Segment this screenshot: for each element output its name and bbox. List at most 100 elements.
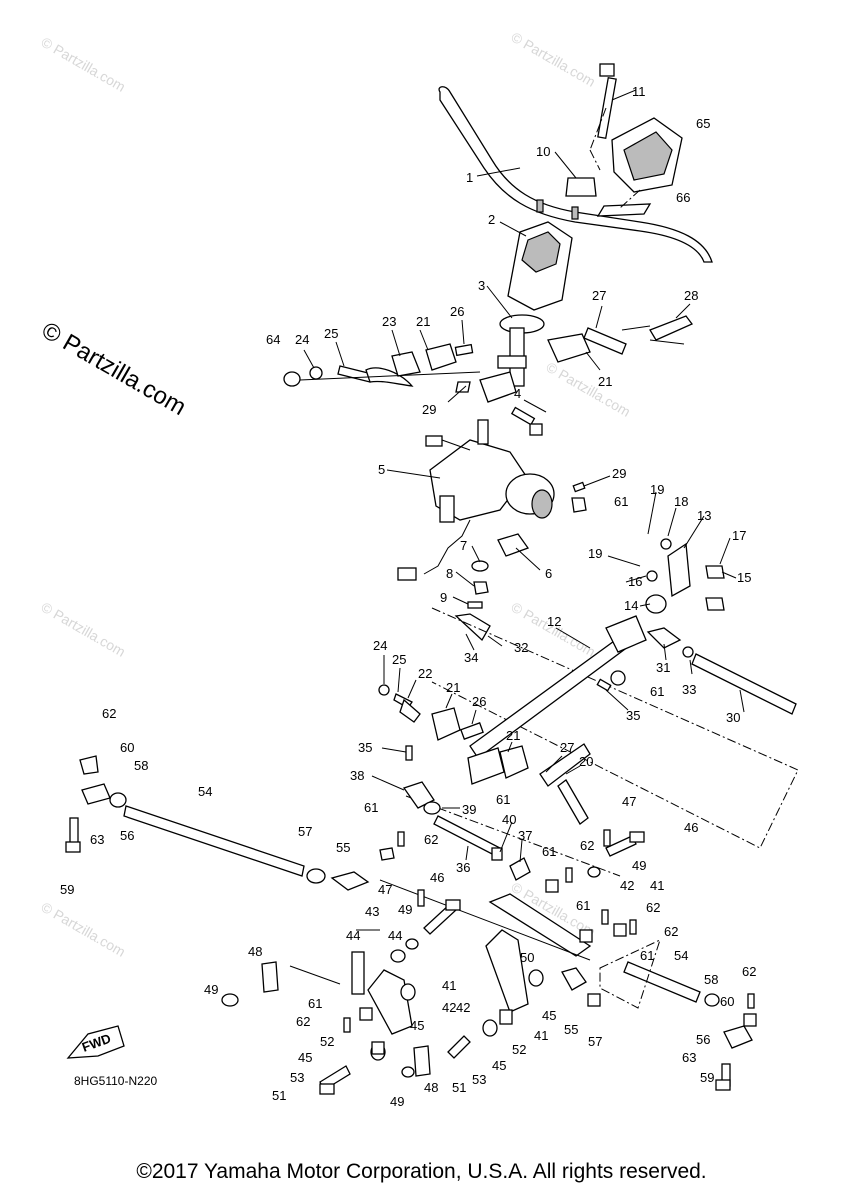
nut [682,646,694,658]
cotter-pin [629,919,637,935]
handlebar-grip-band [536,199,544,213]
callout-21: 21 [506,728,520,743]
callout-48: 48 [248,944,262,959]
callout-58: 58 [134,758,148,773]
nut [743,1013,757,1027]
callout-22: 22 [418,666,432,681]
cotter-pin [596,678,612,692]
bolt-head [705,565,725,579]
callout-11: 11 [632,84,646,99]
callout-60: 60 [720,994,734,1009]
callout-48: 48 [424,1080,438,1095]
callout-24: 24 [295,332,309,347]
callout-31: 31 [656,660,670,675]
rod-end [561,967,587,991]
callout-10: 10 [536,144,550,159]
cotter-pin [343,1017,351,1033]
shaft-bracket [605,615,647,653]
dash-box [599,939,661,1009]
callout-24: 24 [373,638,387,653]
callout-54: 54 [198,784,212,799]
callout-27: 27 [592,288,606,303]
link [399,698,421,723]
nut [359,1007,373,1021]
nut [309,366,323,380]
washer [401,1066,415,1078]
partzilla-watermark: © Partzilla.com [37,317,191,421]
bolt-head [629,831,645,843]
nut [379,847,395,861]
rod-end [81,783,111,805]
connector-top [425,435,443,447]
cotter-pin [603,829,611,847]
faint-watermark: © Partzilla.com [544,359,634,420]
steering-motor-unit [397,419,555,581]
callout-57: 57 [298,824,312,839]
motor-shaft [477,419,489,445]
bolt-head [319,1083,335,1095]
pedal-assembly [221,829,757,1095]
callout-53: 53 [472,1072,486,1087]
rod-end [509,857,531,881]
faint-watermark: © Partzilla.com [509,29,599,90]
nut [660,538,672,550]
nut [545,879,559,893]
callout-60: 60 [120,740,134,755]
callout-62: 62 [424,832,438,847]
callout-15: 15 [737,570,751,585]
callout-47: 47 [622,794,636,809]
nut [613,923,627,937]
washer [405,938,419,950]
nut [646,570,658,582]
nut [371,1041,385,1055]
shift-bracket [645,538,725,614]
callout-13: 13 [697,508,711,523]
callout-59: 59 [60,882,74,897]
callout-21: 21 [446,680,460,695]
callout-45: 45 [492,1058,506,1073]
bolt [605,835,637,857]
shaft-collar [497,355,527,369]
bracket-plate [667,542,691,598]
nut [79,755,99,775]
grommet [306,868,326,884]
callout-62: 62 [580,838,594,853]
callout-62: 62 [664,924,678,939]
pivot-bracket [431,707,461,741]
callout-33: 33 [682,682,696,697]
arm-clamp [467,747,505,785]
pin [455,381,471,393]
callout-9: 9 [440,590,447,605]
rod-end [330,871,370,891]
faint-watermark: © Partzilla.com [39,34,129,95]
bushing [528,969,544,987]
faint-watermark: © Partzilla.com [39,599,129,660]
callout-37: 37 [518,828,532,843]
callout-49: 49 [398,902,412,917]
cotter-pin [747,993,755,1009]
callout-61: 61 [496,792,510,807]
callout-61: 61 [542,844,556,859]
callout-34: 34 [464,650,478,665]
callout-61: 61 [576,898,590,913]
nut [423,801,441,815]
bolt [447,1035,471,1059]
callout-50: 50 [520,950,534,965]
callout-4: 4 [514,386,521,401]
faint-watermark: © Partzilla.com [39,899,129,960]
callout-1: 1 [466,170,473,185]
nut [571,497,587,513]
callout-61: 61 [640,948,654,963]
callout-45: 45 [542,1008,556,1023]
nut [579,929,593,943]
callout-19: 19 [588,546,602,561]
main-shaft [469,627,641,759]
washer [221,993,239,1007]
callout-29: 29 [612,466,626,481]
tie-link [583,327,627,355]
callout-42: 42 [442,1000,456,1015]
callout-66: 66 [676,190,690,205]
callout-49: 49 [204,982,218,997]
callout-41: 41 [442,978,456,993]
